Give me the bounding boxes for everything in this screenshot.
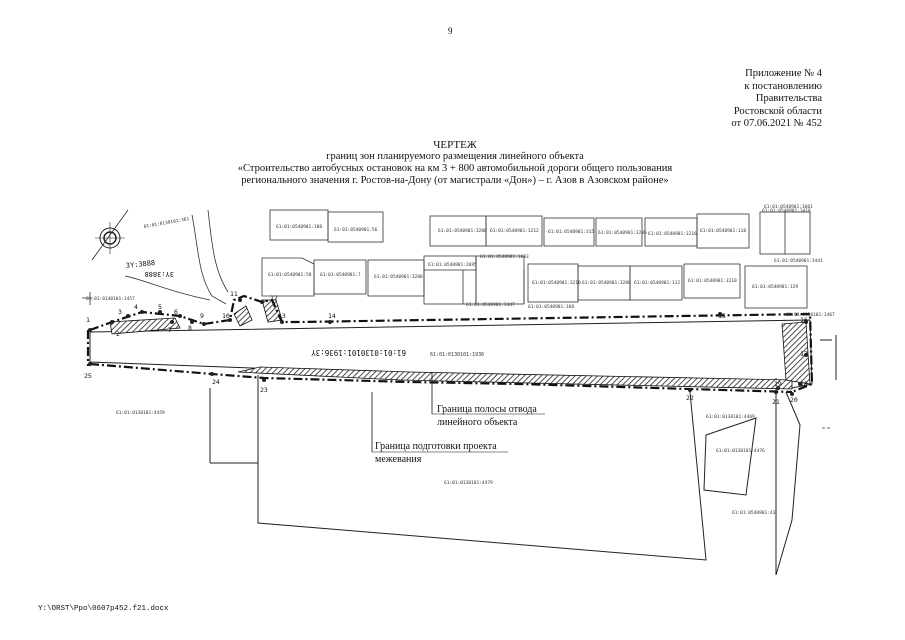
point-label: 21: [772, 398, 780, 406]
point-label: 16: [800, 316, 808, 324]
title-line: «Строительство автобусных остановок на к…: [237, 163, 673, 174]
parcel-label: 61:01:0140101:1457: [86, 296, 135, 302]
parcel-label: 61:01:0540901:3210: [532, 280, 581, 286]
survey-boundary: [209, 335, 837, 576]
point-label: 9: [200, 312, 204, 320]
point-label: 14: [328, 312, 336, 320]
title-line: регионального значения г. Ростов-на-Дону…: [241, 175, 669, 186]
point-label: 17: [800, 350, 808, 358]
parcel-label: 61:01:0540901:7: [320, 272, 361, 278]
parcel-label: 61:01:0540901:3206: [438, 228, 487, 234]
appendix-block: Приложение № 4 к постановлению Правитель…: [731, 68, 822, 131]
appendix-line: к постановлению: [744, 80, 822, 92]
parcel-label: 61:01:0130101:4479: [444, 480, 493, 486]
parcel-label: 61:01:0540901:129: [752, 284, 798, 290]
parcel-label: 61:01:0540901:3447: [466, 302, 515, 308]
point-label: 13: [278, 312, 286, 320]
parcel-label: 61:01:0540901:3206: [598, 230, 647, 236]
point-label: 24: [212, 378, 220, 386]
point-label: 2: [116, 330, 120, 338]
point-label: 23: [260, 386, 268, 394]
parcel-label: 61:01:0540901:2695: [428, 262, 477, 268]
parcel-label: 61:01:0130101:4476: [716, 448, 765, 454]
parcel-label: 61:01:0540901:118: [700, 228, 746, 234]
parcel-label: 61:01:0540901:315: [548, 229, 594, 235]
point-label: 10: [222, 312, 230, 320]
file-path: Y:\ORST\Ppo\0607p452.f21.docx: [38, 605, 169, 613]
parcel-label: 61:01:0540901:56: [334, 227, 378, 233]
title-line: границ зон планируемого размещения линей…: [326, 151, 584, 162]
parcel-label: 61:01:0540901:112: [634, 280, 680, 286]
legend-survey-line1: Граница подготовки проекта: [375, 441, 497, 452]
legend-survey-line2: межевания: [375, 454, 422, 465]
road-axis-label: 61:01:0130101:1936:3Y: [311, 348, 406, 357]
appendix-line: Правительства: [755, 93, 822, 104]
parcel-label: 61:01:0540901:3212: [490, 228, 539, 234]
point-label: 1: [86, 316, 90, 324]
page-number: 9: [448, 26, 453, 36]
zone-label: 3Y:3888: [125, 259, 155, 270]
parcel-label: 61:01:0540901:3603: [480, 254, 529, 260]
legend-allotment-line1: Граница полосы отвода: [437, 404, 537, 415]
legend: Граница полосы отвода линейного объекта …: [371, 372, 545, 465]
point-label: 5: [158, 303, 162, 311]
parcel-label: 61:01:0540901:368: [528, 304, 574, 310]
access-road: [82, 209, 229, 305]
appendix-line: от 07.06.2021 № 452: [731, 118, 822, 129]
parcel-label: 61:01:0540901:3418: [762, 208, 811, 214]
parcel-label: 61:01:0540901:58: [268, 272, 312, 278]
parcel-label: 61:01:0130101:4459: [116, 410, 165, 416]
legend-allotment-line2: линейного объекта: [437, 417, 518, 428]
point-label: 6: [174, 308, 178, 316]
point-label: 4: [134, 303, 138, 311]
appendix-line: Приложение № 4: [745, 68, 822, 79]
building-parcels-top: [269, 209, 811, 255]
building-parcels-middle: [261, 255, 808, 309]
title-heading: ЧЕРТЕЖ: [433, 139, 477, 151]
point-labels: 1 2 3 4 5 6 7 8 9 10 11 12 13 14 15 16 1…: [84, 290, 808, 406]
parcel-label: 61:01:0540901:108: [276, 224, 322, 230]
parcel-label: 61:01:0130101:1467: [786, 312, 835, 318]
parcel-label: 61:01:0540901:3208: [582, 280, 631, 286]
point-label: 7: [168, 326, 172, 334]
parcel-label: 61:01:0540901:3210: [688, 278, 737, 284]
parcel-label: 61:01:0540901:3208: [374, 274, 423, 280]
point-label: 22: [686, 394, 694, 402]
appendix-line: Ростовской области: [733, 105, 822, 117]
road-strip: [89, 299, 813, 390]
point-label: 20: [790, 396, 798, 404]
parcel-label: 61:01:0540901:3216: [648, 231, 697, 237]
point-label: 12: [270, 294, 278, 302]
compass-icon: [91, 209, 129, 261]
parcel-label: 61:01:0130101:4469: [706, 414, 755, 420]
point-label: 8: [188, 324, 192, 332]
parcel-label: 61:01:0540901:3601: [764, 204, 813, 210]
point-label: 3: [118, 308, 122, 316]
point-label: 15: [718, 312, 726, 320]
parcel-label: 61:01:0130101:361: [143, 216, 190, 230]
parcel-label: 61:01:0540901:3441: [774, 258, 823, 264]
parcel-labels: 61:01:0130101:361 61:01:0540901:108 61:0…: [86, 204, 835, 516]
point-label: 11: [230, 290, 238, 298]
point-label: 18: [800, 380, 808, 388]
parcel-label: 61:01:0540901:43: [732, 510, 776, 516]
road-parcel-label: 61:01:0130101:1936: [430, 352, 484, 358]
point-label: 19: [774, 380, 782, 388]
zone-label: 3Y:3888: [144, 270, 174, 278]
road-labels: 61:01:0130101:1936 61:01:0130101:1936:3Y…: [125, 259, 484, 358]
point-label: 25: [84, 372, 92, 380]
document-title: ЧЕРТЕЖ границ зон планируемого размещени…: [150, 139, 760, 187]
boundary-points: [88, 298, 808, 396]
